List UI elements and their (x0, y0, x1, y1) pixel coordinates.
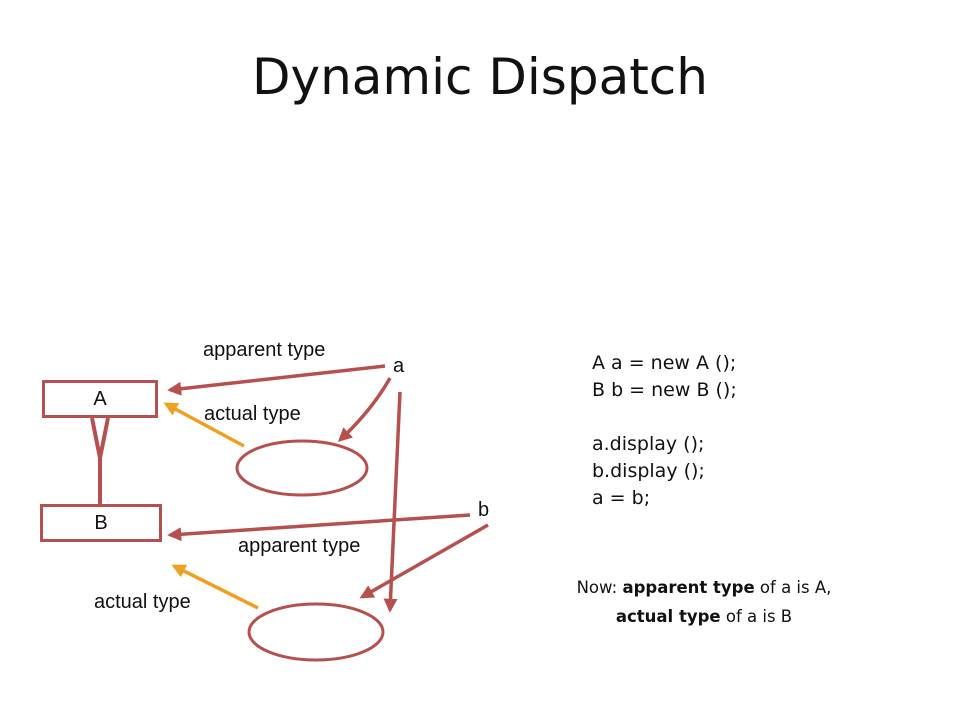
code-line: a.display (); (592, 433, 705, 455)
arrow-a-to-object-b (383, 391, 402, 613)
variable-a-label: a (393, 355, 405, 377)
note-prefix: Now: (576, 578, 623, 597)
class-a-label: A (93, 388, 107, 410)
code-line: A a = new A (); (592, 352, 737, 374)
code-block: A a = new A (); B b = new B (); a.displa… (592, 350, 737, 512)
note-actual-type: actual type (615, 607, 721, 626)
arrow-b-apparent-type (167, 513, 471, 542)
label-apparent-type-a: apparent type (203, 339, 326, 361)
code-line: B b = new B (); (592, 379, 737, 401)
inheritance-connector (90, 417, 110, 506)
slide-title: Dynamic Dispatch (251, 48, 708, 106)
label-apparent-type-b: apparent type (238, 535, 361, 557)
arrow-b-to-object-b (359, 523, 489, 599)
note-apparent-type: apparent type (622, 578, 755, 597)
label-actual-type-a: actual type (204, 403, 301, 425)
note-line2-suffix: of a is B (720, 607, 793, 626)
variable-b-label: b (478, 499, 490, 521)
note-line-2: actual type of a is B (520, 607, 888, 626)
code-line: a = b; (592, 487, 651, 509)
object-b-ellipse (247, 602, 385, 662)
class-a-box: A (42, 380, 158, 418)
code-line (592, 404, 737, 431)
note-line-1: Now: apparent type of a is A, (520, 578, 888, 597)
code-line: b.display (); (592, 460, 705, 482)
arrow-a-to-object-a (337, 377, 392, 442)
arrow-a-apparent-type (167, 364, 386, 396)
class-b-label: B (94, 512, 108, 534)
arrow-object-a-actual-type (163, 402, 245, 448)
object-a-ellipse (235, 439, 369, 497)
label-actual-type-b: actual type (94, 591, 191, 613)
note-line1-suffix: of a is A, (754, 578, 832, 597)
class-b-box: B (40, 504, 162, 542)
arrow-object-b-actual-type (171, 564, 259, 610)
